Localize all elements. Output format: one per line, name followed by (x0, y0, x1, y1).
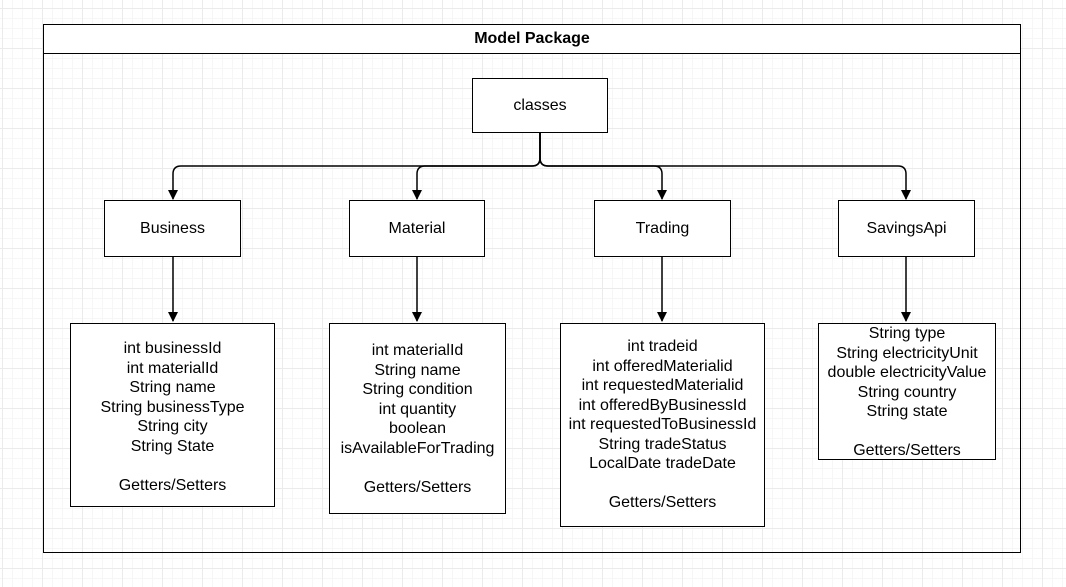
class-details-material[interactable]: int materialId String name String condit… (329, 323, 506, 514)
model-package-frame: Model Package (43, 24, 1021, 553)
member-line: boolean (389, 420, 446, 437)
member-line (819, 422, 995, 442)
member-line: String city (137, 418, 208, 435)
member-line (71, 456, 274, 476)
class-node-business[interactable]: Business (104, 200, 241, 257)
member-line (330, 458, 505, 478)
class-node-trading[interactable]: Trading (594, 200, 731, 257)
member-line: int materialId (371, 342, 464, 359)
member-line: String tradeStatus (598, 435, 727, 453)
member-line: double electricityValue (827, 364, 987, 381)
class-name-business: Business (140, 219, 205, 237)
member-line: int offeredMaterialid (592, 357, 733, 375)
class-details-trading[interactable]: int tradeid int offeredMaterialid int re… (560, 323, 765, 527)
package-title: Model Package (44, 25, 1020, 54)
class-node-material[interactable]: Material (349, 200, 485, 257)
member-line: Getters/Setters (853, 442, 961, 459)
connector-classes-to-material (412, 133, 541, 200)
member-line: String name (374, 361, 461, 379)
member-line: LocalDate tradeDate (589, 455, 736, 472)
class-details-business[interactable]: int businessId int materialId String nam… (70, 323, 275, 507)
class-node-savingsapi[interactable]: SavingsApi (838, 200, 975, 257)
member-line: isAvailableForTrading (340, 439, 495, 457)
class-details-savingsapi[interactable]: String type String electricityUnit doubl… (818, 323, 996, 460)
connector-classes-to-savingsapi (539, 133, 911, 200)
member-line: String name (129, 379, 216, 396)
member-line: String businessType (100, 398, 245, 416)
class-name-trading: Trading (635, 219, 690, 237)
member-line: int materialId (126, 359, 219, 377)
member-line: String condition (362, 381, 473, 398)
member-line (561, 474, 764, 494)
member-line: String state (866, 403, 948, 420)
member-line: int requestedMaterialid (581, 377, 744, 394)
member-line: String type (868, 325, 946, 342)
member-line: Getters/Setters (363, 478, 472, 496)
member-line: String country (857, 383, 957, 401)
member-line: Getters/Setters (118, 476, 227, 494)
root-classes-node[interactable]: classes (472, 78, 608, 133)
member-line: int offeredByBusinessId (578, 396, 747, 414)
class-name-savingsapi: SavingsApi (866, 219, 947, 237)
member-line: int requestedToBusinessId (568, 416, 757, 433)
class-name-material: Material (388, 219, 446, 237)
member-line: int quantity (378, 400, 457, 418)
member-line: int businessId (123, 340, 222, 357)
root-classes-label: classes (513, 96, 567, 114)
member-line: Getters/Setters (608, 494, 717, 511)
member-line: int tradeid (627, 338, 698, 355)
member-line: String State (130, 437, 215, 455)
member-line: String electricityUnit (836, 344, 978, 362)
